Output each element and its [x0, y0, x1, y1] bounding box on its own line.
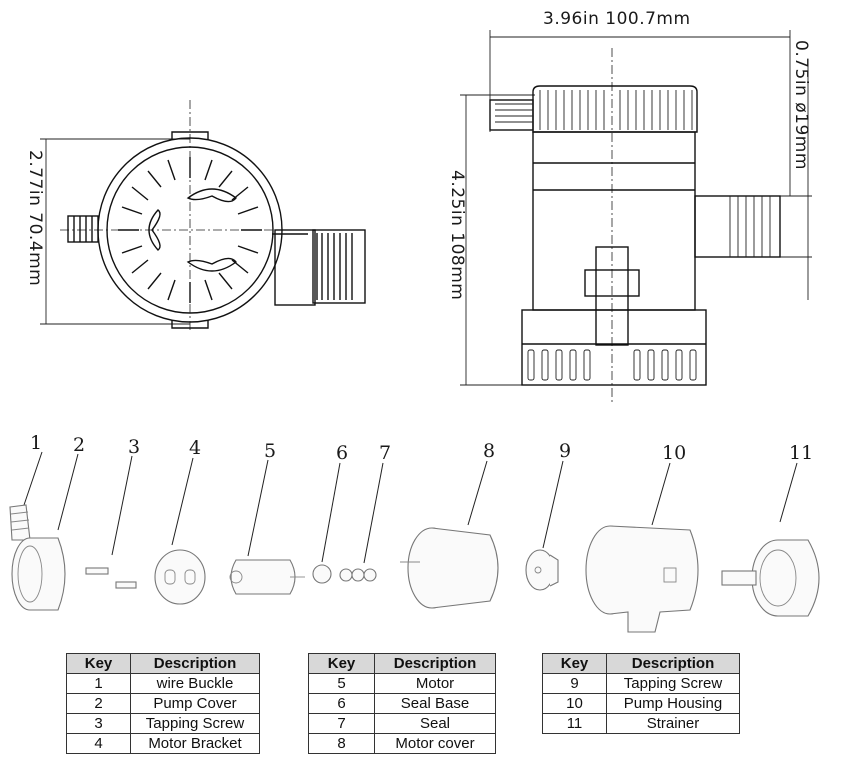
part-number-8: 8 — [483, 440, 495, 462]
table-header-row: Key Description — [542, 653, 740, 674]
cell-key: 4 — [66, 733, 131, 754]
part-tapping-screws — [85, 567, 137, 589]
left-height-dimension: 2.77in 70.4mm — [25, 150, 45, 286]
cell-description: Tapping Screw — [606, 673, 740, 694]
part-motor-bracket — [154, 549, 206, 605]
cell-key: 8 — [308, 733, 375, 754]
header-description: Description — [374, 653, 496, 674]
cell-key: 6 — [308, 693, 375, 714]
part-pump-housing — [585, 525, 699, 633]
cell-description: Motor Bracket — [130, 733, 260, 754]
side-height-dimension: 4.25in 108mm — [447, 170, 467, 300]
part-seal-base — [312, 564, 332, 584]
part-number-2: 2 — [73, 434, 85, 456]
part-number-6: 6 — [336, 442, 348, 464]
table-header-row: Key Description — [308, 653, 496, 674]
part-pump-cover — [11, 537, 66, 611]
part-number-4: 4 — [189, 437, 201, 459]
cell-description: Tapping Screw — [130, 713, 260, 734]
exploded-view: 1 2 3 4 5 6 7 8 9 10 11 — [9, 432, 820, 633]
top-view — [40, 100, 366, 332]
part-motor — [229, 559, 305, 595]
cell-key: 11 — [542, 713, 607, 734]
top-width-dimension: 3.96in 100.7mm — [543, 9, 691, 29]
part-strainer — [721, 539, 820, 617]
part-number-5: 5 — [264, 440, 276, 462]
header-description: Description — [606, 653, 740, 674]
cell-description: Strainer — [606, 713, 740, 734]
cell-key: 3 — [66, 713, 131, 734]
base-slots — [527, 349, 697, 381]
outlet-diameter-dimension: 0.75in ø19mm — [791, 40, 811, 170]
header-description: Description — [130, 653, 260, 674]
cell-description: Motor — [374, 673, 496, 694]
cell-key: 10 — [542, 693, 607, 714]
cell-key: 5 — [308, 673, 375, 694]
cell-description: Seal — [374, 713, 496, 734]
cell-description: wire Buckle — [130, 673, 260, 694]
part-number-11: 11 — [789, 442, 813, 464]
cell-description: Pump Housing — [606, 693, 740, 714]
header-key: Key — [308, 653, 375, 674]
part-seals — [339, 568, 377, 582]
part-wire-buckle — [9, 504, 31, 541]
cell-description: Seal Base — [374, 693, 496, 714]
part-number-1: 1 — [30, 432, 42, 454]
part-number-10: 10 — [662, 442, 686, 464]
part-number-3: 3 — [128, 436, 140, 458]
strainer-slots — [118, 157, 262, 303]
cap-ribs — [539, 90, 693, 130]
part-impeller — [525, 549, 559, 591]
side-view — [460, 30, 812, 402]
part-number-9: 9 — [559, 440, 571, 462]
cell-description: Motor cover — [374, 733, 496, 754]
header-key: Key — [542, 653, 607, 674]
cell-key: 7 — [308, 713, 375, 734]
cell-description: Pump Cover — [130, 693, 260, 714]
cell-key: 1 — [66, 673, 131, 694]
part-number-7: 7 — [379, 442, 391, 464]
cell-key: 9 — [542, 673, 607, 694]
table-header-row: Key Description — [66, 653, 260, 674]
cell-key: 2 — [66, 693, 131, 714]
part-motor-cover — [400, 527, 499, 609]
header-key: Key — [66, 653, 131, 674]
